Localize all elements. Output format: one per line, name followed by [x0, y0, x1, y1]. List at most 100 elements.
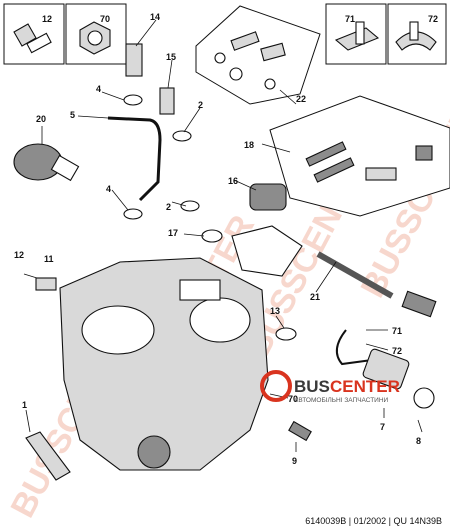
- leader-line: [261, 143, 291, 153]
- pipe-line: [107, 116, 162, 202]
- clip-stud: [409, 21, 419, 41]
- sensor-16: [231, 183, 303, 277]
- leader-line: [167, 59, 173, 89]
- pump-head: [189, 297, 251, 343]
- bracket-stud: [355, 21, 365, 45]
- brand-name-part1: BUS: [294, 377, 330, 396]
- inset-box-70: [65, 3, 127, 65]
- seal-ring: [264, 78, 276, 90]
- harness-connector: [401, 290, 437, 318]
- solenoid-20: [13, 143, 80, 182]
- seal-13: [275, 327, 297, 341]
- callout-label: 70: [288, 394, 298, 404]
- callout-label: 71: [392, 326, 402, 336]
- pump-flange: [81, 305, 155, 355]
- seal-ring: [214, 52, 226, 64]
- screw-part: [13, 23, 37, 47]
- banjo-bolt-15: [159, 87, 175, 115]
- seal-ring: [229, 67, 243, 81]
- clip-part: [395, 31, 437, 51]
- callout-label: 13: [270, 306, 280, 316]
- leader-line: [279, 89, 297, 105]
- pump-cover: [179, 279, 221, 301]
- solenoid-body: [13, 143, 63, 181]
- drive-gear: [137, 435, 171, 469]
- solenoid-tip: [50, 154, 80, 182]
- injector-part: [305, 141, 347, 167]
- kit-box-22: [195, 5, 321, 105]
- sensor-body: [362, 348, 410, 390]
- callout-label: 8: [416, 436, 421, 446]
- washer-8: [413, 387, 435, 409]
- callout-label: 20: [36, 114, 46, 124]
- callout-label: 9: [292, 456, 297, 466]
- leader-line: [111, 189, 129, 211]
- leader-line: [77, 115, 109, 119]
- callout-label: 1: [22, 400, 27, 410]
- callout-label: 2: [198, 100, 203, 110]
- valve-part: [260, 42, 286, 62]
- callout-label: 71: [345, 14, 355, 24]
- leader-line: [275, 315, 285, 329]
- connector-1: [25, 431, 71, 481]
- leader-line: [25, 409, 31, 433]
- kit-box-18: [269, 95, 450, 217]
- misc-parts: [23, 273, 312, 481]
- callout-label: 5: [70, 110, 75, 120]
- brand-name-part2: CENTER: [330, 377, 400, 396]
- footer-reference: 6140039B | 01/2002 | QU 14N39B: [305, 516, 442, 526]
- washer-2: [180, 200, 200, 212]
- leader-line: [365, 343, 389, 351]
- callout-label: 16: [228, 176, 238, 186]
- pump-body: [59, 257, 269, 471]
- leader-lines: [25, 19, 423, 452]
- callout-label: 2: [166, 202, 171, 212]
- injector-part: [313, 157, 355, 183]
- callout-label: 12: [14, 250, 24, 260]
- valve-part: [230, 31, 260, 51]
- brand-subtitle: АВТОМОБІЛЬНІ ЗАПЧАСТИНИ: [294, 397, 389, 404]
- sensor-bracket: [231, 225, 303, 277]
- callout-label: 72: [428, 14, 438, 24]
- leader-line: [171, 201, 187, 207]
- callout-label: 70: [100, 14, 110, 24]
- callout-labels: 12 70 14 15 4 5 2 20 4 2 16 17 18 22 71 …: [14, 12, 438, 466]
- leader-line: [135, 19, 157, 47]
- washer-17: [201, 229, 223, 243]
- pump-housing: [59, 257, 269, 471]
- kit-frame: [269, 95, 450, 217]
- brand-logo-icon: [260, 370, 292, 402]
- plug-11: [35, 277, 57, 291]
- callout-label: 72: [392, 346, 402, 356]
- screw-9: [288, 420, 312, 442]
- washer-4: [123, 94, 143, 106]
- inset-box-12: [3, 3, 65, 65]
- callout-label: 17: [168, 228, 178, 238]
- callout-label: 12: [42, 14, 52, 24]
- inset-box-72: [387, 3, 447, 65]
- callout-label: 7: [380, 422, 385, 432]
- callout-label: 21: [310, 292, 320, 302]
- screw-shank: [26, 32, 52, 54]
- leader-line: [417, 419, 423, 433]
- washer-2: [172, 130, 192, 142]
- harness-sleeve: [316, 251, 394, 299]
- sensor-7: [335, 329, 435, 409]
- callout-label: 4: [96, 84, 101, 94]
- harness-21: [316, 251, 437, 318]
- inset-box-71: [325, 3, 387, 65]
- leader-line: [183, 107, 201, 133]
- banjo-bolt-14: [125, 43, 143, 77]
- kit-frame: [195, 5, 321, 105]
- leader-line: [183, 233, 205, 237]
- callout-label: 18: [244, 140, 254, 150]
- callout-label: 11: [44, 254, 54, 264]
- solenoid-part: [365, 167, 397, 181]
- leader-line: [233, 179, 257, 191]
- callout-label: 15: [166, 52, 176, 62]
- sensor-body: [249, 183, 287, 211]
- connector-part: [415, 145, 433, 161]
- callout-label: 14: [150, 12, 160, 22]
- leader-line: [101, 91, 125, 101]
